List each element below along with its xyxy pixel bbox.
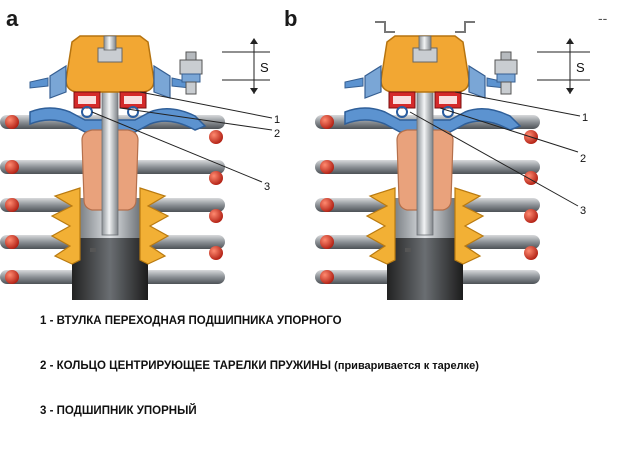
assembly-a [0,35,226,303]
diagram-canvas: S S 1 2 3 1 2 3 [0,21,590,303]
legend-text-1: 1 - ВТУЛКА ПЕРЕХОДНАЯ ПОДШИПНИКА УПОРНОГ… [40,315,342,327]
leader-line-2 [119,107,273,131]
suspension-diagram: S S 1 2 3 1 2 3 [0,21,590,303]
callout-3-b: 3 [580,205,586,217]
leader-line-2 [439,107,579,153]
legend-item-2: 2 - КОЛЬЦО ЦЕНТРИРУЮЩЕЕ ТАРЕЛКИ ПРУЖИНЫ … [40,359,490,374]
legend-item-3: 3 - ПОДШИПНИК УПОРНЫЙ [40,404,197,419]
leader-line-3 [91,111,263,183]
callout-1-a: 1 [274,114,280,126]
gap-label-a: S [260,60,269,75]
panel-label-b: b [284,6,298,31]
assembly-b [314,21,541,303]
panel-label-a: a [6,6,19,31]
callout-1-b: 1 [582,112,588,124]
leader-line-1 [139,91,273,119]
corner-mark: -- [598,10,608,26]
legend-text-3: 3 - ПОДШИПНИК УПОРНЫЙ [40,405,197,417]
legend-text-2: 2 - КОЛЬЦО ЦЕНТРИРУЮЩЕЕ ТАРЕЛКИ ПРУЖИНЫ [40,360,331,372]
gap-label-b: S [576,60,585,75]
legend-note-2: (приваривается к тарелке) [334,360,479,372]
legend-item-1: 1 - ВТУЛКА ПЕРЕХОДНАЯ ПОДШИПНИКА УПОРНОГ… [40,314,342,329]
callout-2-a: 2 [274,128,280,140]
leader-line-1 [454,91,581,117]
callout-2-b: 2 [580,153,586,165]
callout-3-a: 3 [264,181,270,193]
leader-line-3 [409,111,579,207]
